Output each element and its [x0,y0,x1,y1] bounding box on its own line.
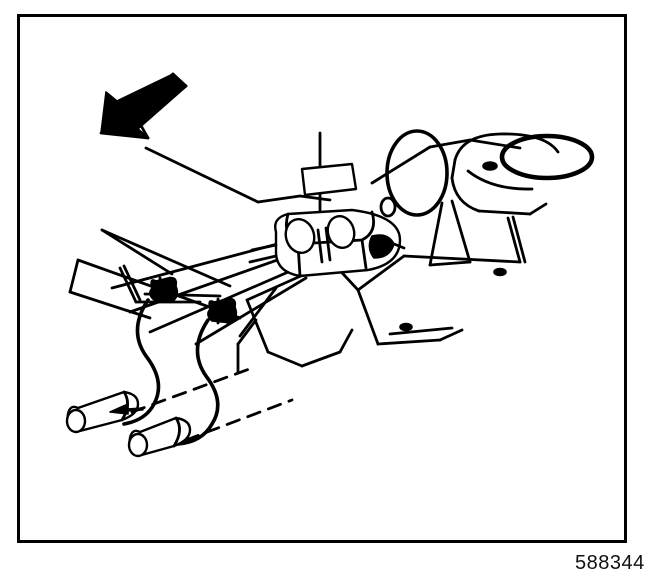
figure-number: 588344 [575,552,645,574]
illustration-frame [17,14,627,543]
